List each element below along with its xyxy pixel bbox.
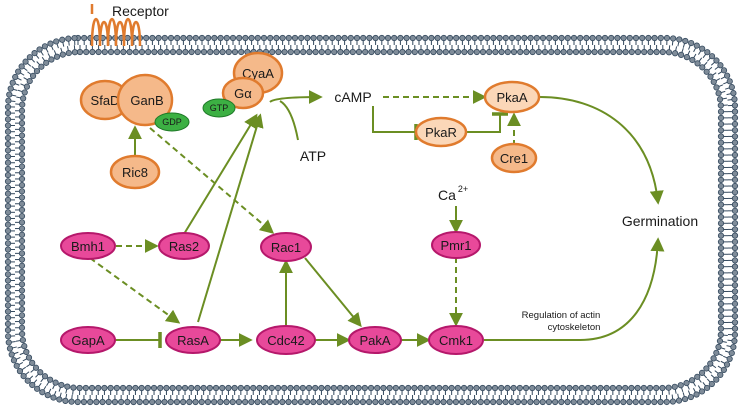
- node-paka[interactable]: PakA: [348, 326, 402, 354]
- atp-branch: [279, 100, 299, 141]
- node-galpha-label: Gα: [234, 86, 252, 101]
- arrow-pkaa-germination: [539, 96, 664, 205]
- node-cyaa-label: CyaA: [242, 66, 274, 81]
- node-cmk1[interactable]: Cmk1: [428, 325, 484, 355]
- node-rasa[interactable]: RasA: [165, 326, 221, 354]
- node-sfad[interactable]: SfaD: [79, 79, 131, 121]
- atp-label: ATP: [300, 148, 326, 164]
- calcium-label: Ca 2+: [438, 184, 468, 203]
- node-galpha[interactable]: Gα: [221, 76, 265, 110]
- node-cdc42-label: Cdc42: [267, 333, 305, 348]
- node-gtp-label: GTP: [210, 103, 229, 113]
- node-cmk1-label: Cmk1: [439, 333, 473, 348]
- germination-label: Germination: [622, 213, 698, 229]
- calcium-superscript: 2+: [458, 184, 468, 194]
- node-paka-label: PakA: [359, 333, 390, 348]
- node-gapa-label: GapA: [71, 333, 105, 348]
- receptor-icon: [90, 4, 142, 47]
- arrow-rasa-galpha: [197, 113, 264, 323]
- node-ric8-label: Ric8: [122, 165, 148, 180]
- node-gapa[interactable]: GapA: [60, 326, 116, 354]
- arrow-ras2-galpha: [183, 113, 258, 235]
- node-pkaa[interactable]: PkaA: [483, 80, 541, 114]
- node-ganb[interactable]: GanB: [116, 73, 174, 127]
- node-cre1[interactable]: Cre1: [490, 142, 538, 174]
- node-rasa-label: RasA: [177, 333, 209, 348]
- camp-label: cAMP: [334, 89, 371, 105]
- node-rac1[interactable]: Rac1: [260, 232, 312, 262]
- node-sfad-label: SfaD: [91, 93, 120, 108]
- node-ras2-label: Ras2: [169, 239, 199, 254]
- node-cre1-label: Cre1: [500, 151, 528, 166]
- node-cdc42[interactable]: Cdc42: [256, 325, 316, 355]
- node-pmr1-label: Pmr1: [440, 238, 471, 253]
- actin-note-line1: Regulation of actin: [522, 310, 601, 321]
- node-gtp[interactable]: GTP: [202, 98, 236, 118]
- actin-note-line2: cytoskeleton: [548, 322, 601, 333]
- arrow-rac1-paka: [304, 257, 362, 328]
- node-pkaa-label: PkaA: [496, 90, 527, 105]
- node-pmr1[interactable]: Pmr1: [431, 231, 481, 259]
- node-pkar-label: PkaR: [425, 125, 457, 140]
- node-ric8[interactable]: Ric8: [109, 154, 161, 190]
- node-pkar[interactable]: PkaR: [414, 116, 468, 148]
- arrow-ganb-rac1: [149, 127, 275, 234]
- receptor-label: Receptor: [112, 3, 169, 19]
- arrow-bmh1-rasa: [89, 257, 181, 324]
- cell-membrane: [4, 34, 739, 406]
- arrow-cyaa-camp: [269, 90, 323, 105]
- node-ras2[interactable]: Ras2: [158, 232, 210, 260]
- inhibit-camp-pkar: [372, 106, 418, 140]
- node-rac1-label: Rac1: [271, 240, 301, 255]
- inhibit-pkar-pkaa: [467, 112, 508, 133]
- svg-text:Ca: Ca: [438, 187, 456, 203]
- node-gdp-label: GDP: [162, 117, 182, 127]
- node-gdp[interactable]: GDP: [154, 112, 190, 132]
- node-ganb-label: GanB: [130, 93, 163, 108]
- arrow-cmk1-germination: [484, 237, 665, 341]
- node-bmh1-label: Bmh1: [71, 239, 105, 254]
- node-bmh1[interactable]: Bmh1: [60, 232, 116, 260]
